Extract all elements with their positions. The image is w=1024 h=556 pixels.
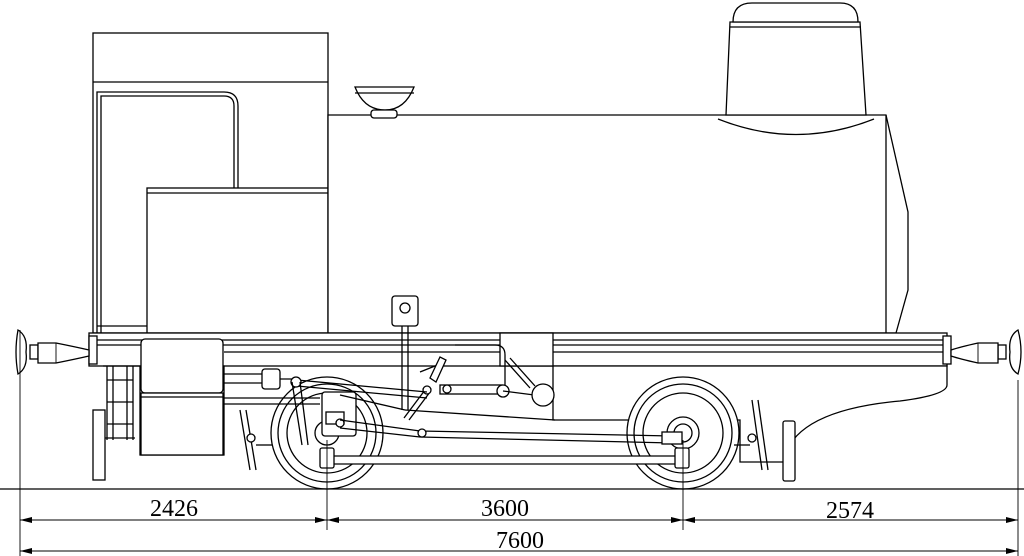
steam-pipe [391,295,554,410]
dim-front-overhang-label: 2574 [826,498,874,524]
safety-valve [354,86,415,119]
dim-rear-overhang-label: 2426 [150,496,198,522]
guard-iron [782,420,796,482]
brake-gear [239,399,769,471]
front-frame-plate [552,365,948,463]
cab-steps [92,366,135,481]
valve-gear [224,344,690,469]
side-tank [146,187,329,334]
dim-wheelbase-label: 3600 [481,496,529,522]
front-buffer [950,329,1022,375]
dim-overall-length-label: 7600 [496,528,544,554]
chimney [717,2,875,136]
rear-buffer [15,328,90,376]
tool-box [140,338,224,456]
dimension-lines [19,330,1019,556]
